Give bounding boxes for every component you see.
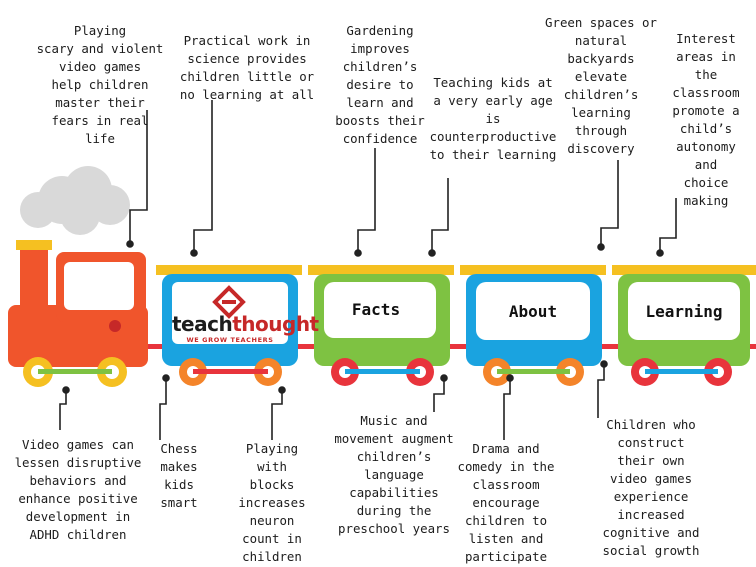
teachthought-logo-icon	[212, 285, 246, 319]
note-chess: Chess makes kids smart	[160, 441, 198, 510]
teachthought-logo: teachthought WE GROW TEACHERS	[172, 312, 319, 344]
logo-text-right: thought	[232, 312, 319, 336]
logo-text-left: teach	[172, 312, 233, 336]
plate-facts: Facts	[351, 300, 401, 319]
engine	[8, 240, 148, 367]
car-about	[460, 265, 606, 386]
note-interest-areas: Interest areas in the classroom promote …	[672, 31, 740, 208]
note-blocks: Playing with blocks increases neuron cou…	[238, 441, 306, 564]
note-video-games-fears: Playing scary and violent video games he…	[36, 23, 164, 146]
car-learning	[612, 265, 756, 386]
note-construct-games: Children who construct their own video g…	[602, 417, 700, 558]
car-facts	[308, 265, 454, 386]
note-adhd: Video games can lessen disruptive behavi…	[14, 437, 142, 542]
logo-tagline: WE GROW TEACHERS	[186, 336, 274, 344]
engine-wheels	[23, 357, 127, 387]
note-music: Music and movement augment children’s la…	[334, 413, 454, 536]
note-early-teaching: Teaching kids at a very early age is cou…	[429, 75, 557, 162]
leader-lines	[59, 100, 677, 440]
note-gardening: Gardening improves children’s desire to …	[335, 23, 425, 146]
note-drama: Drama and comedy in the classroom encour…	[457, 441, 555, 564]
smoke-cloud	[20, 166, 130, 235]
note-green-spaces: Green spaces or natural backyards elevat…	[545, 15, 657, 156]
plate-about: About	[508, 302, 558, 321]
note-science-practical: Practical work in science provides child…	[179, 33, 315, 102]
plate-learning: Learning	[645, 302, 723, 321]
car-logo	[156, 265, 302, 386]
